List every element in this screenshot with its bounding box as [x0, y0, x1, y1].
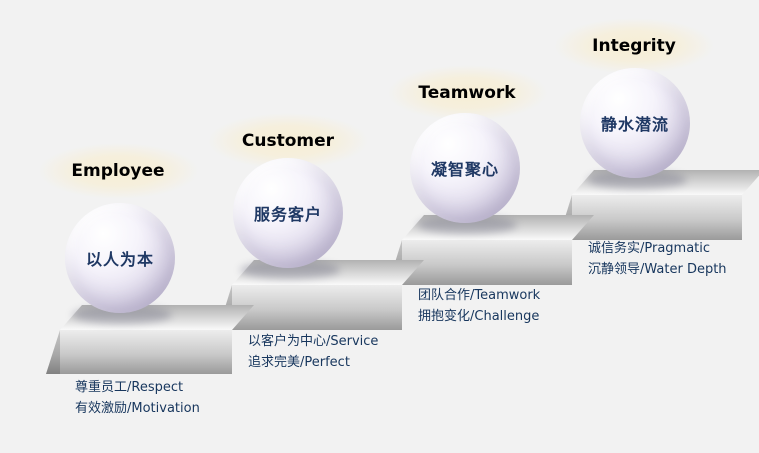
sphere-employee: 以人为本: [65, 203, 175, 313]
desc-line: 以客户为中心/Service: [248, 334, 379, 349]
sphere-integrity: 静水潜流: [580, 68, 690, 178]
title-glow: [38, 143, 198, 199]
desc-line: 有效激励/Motivation: [75, 401, 200, 416]
sphere-label: 凝智聚心: [430, 160, 499, 179]
title-text: Employee: [71, 161, 165, 181]
step-riser-shade: [46, 330, 60, 374]
desc-line: 诚信务实/Pragmatic: [588, 241, 711, 256]
desc-line: 追求完美/Perfect: [248, 355, 350, 370]
sphere-label: 服务客户: [253, 205, 322, 224]
step-riser: [558, 195, 742, 240]
sphere-customer: 服务客户: [233, 158, 343, 268]
title-text: Integrity: [592, 36, 676, 56]
step-riser: [388, 240, 572, 285]
step-title-teamwork: Teamwork: [386, 65, 547, 121]
step-title-customer: Customer: [207, 113, 368, 169]
step-title-employee: Employee: [38, 143, 198, 199]
sphere-teamwork: 凝智聚心: [410, 113, 520, 223]
sphere-shadow: [587, 171, 687, 189]
sphere-shadow: [72, 306, 172, 324]
desc-line: 沉静领导/Water Depth: [588, 262, 727, 277]
step-riser: [46, 330, 232, 374]
sphere-shadow: [417, 216, 517, 234]
title-text: Teamwork: [418, 83, 516, 103]
title-glow: [553, 18, 714, 74]
title-glow: [386, 65, 547, 121]
desc-line: 拥抱变化/Challenge: [418, 309, 540, 324]
step-desc-integrity: 诚信务实/Pragmatic 沉静领导/Water Depth: [588, 238, 727, 280]
step-riser: [218, 285, 402, 330]
step-desc-teamwork: 团队合作/Teamwork 拥抱变化/Challenge: [418, 285, 540, 327]
step-desc-customer: 以客户为中心/Service 追求完美/Perfect: [248, 331, 378, 373]
sphere-shadow: [240, 261, 340, 279]
sphere-label: 以人为本: [85, 250, 154, 269]
title-text: Customer: [241, 131, 335, 151]
sphere-label: 静水潜流: [600, 115, 669, 134]
desc-line: 尊重员工/Respect: [75, 380, 184, 395]
desc-line: 团队合作/Teamwork: [418, 288, 541, 303]
step-title-integrity: Integrity: [553, 18, 714, 74]
step-desc-employee: 尊重员工/Respect 有效激励/Motivation: [75, 377, 200, 419]
